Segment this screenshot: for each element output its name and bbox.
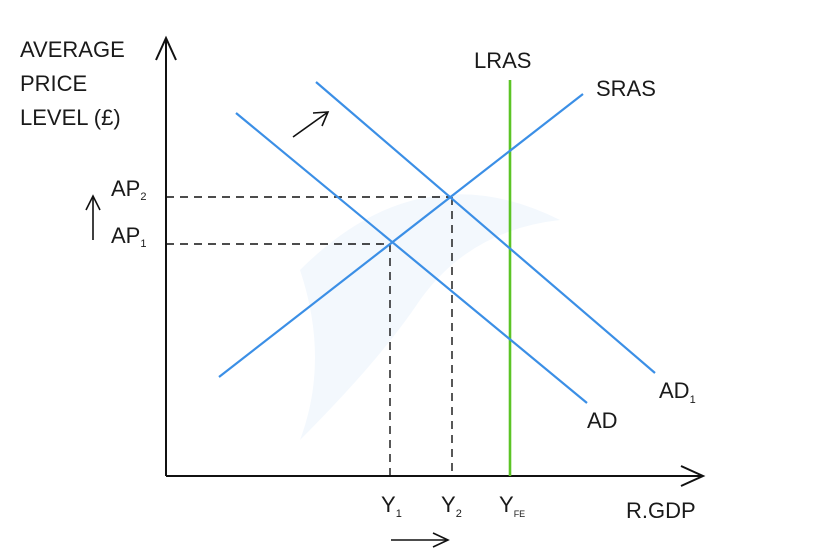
x-axis-label: R.GDP (626, 498, 696, 523)
y-axis-label-line2: PRICE (20, 71, 87, 96)
y-axis-arrowhead (155, 35, 177, 61)
y2-label: Y2 (441, 492, 462, 520)
sras-label: SRAS (596, 76, 656, 101)
ad-label: AD (587, 408, 618, 433)
ad-line (235, 112, 588, 404)
x-axis-arrowhead (680, 465, 706, 487)
y-axis-label-line3: LEVEL (£) (20, 105, 121, 130)
ad1-line (315, 81, 656, 374)
ap1-label: AP1 (111, 223, 146, 250)
output-rise-arrow (391, 532, 450, 548)
ap2-label: AP2 (111, 176, 146, 203)
watermark-logo (300, 194, 560, 440)
ad1-label: AD1 (659, 378, 696, 406)
sras-line (218, 93, 584, 378)
yfe-label: YFE (499, 492, 525, 519)
ad-shift-arrow (292, 111, 330, 138)
price-rise-arrow (85, 194, 101, 240)
lras-label: LRAS (474, 48, 531, 73)
y-axis-label-line1: AVERAGE (20, 37, 125, 62)
y1-label: Y1 (381, 492, 402, 520)
